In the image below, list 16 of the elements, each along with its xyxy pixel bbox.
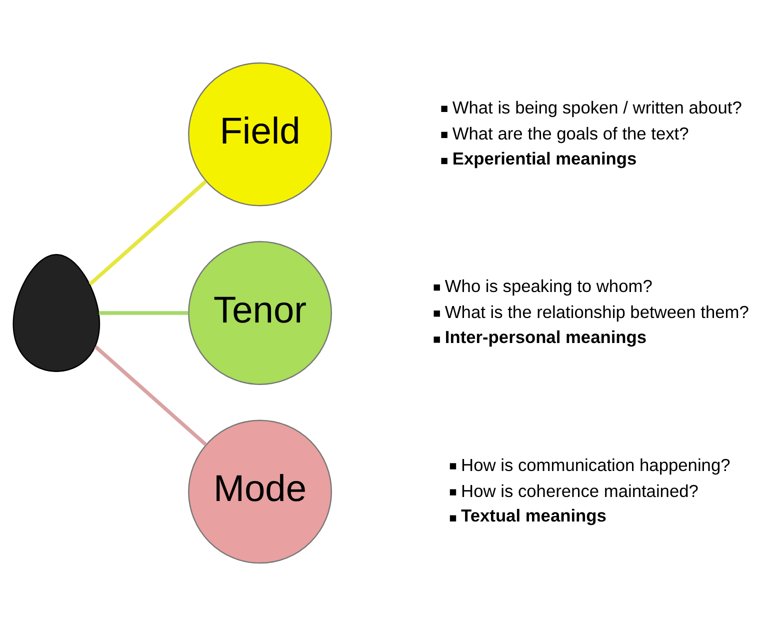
node-circle: Field	[188, 62, 332, 206]
node-label: What are the goals of the text?	[452, 124, 689, 144]
node-label: Textual meanings	[461, 506, 606, 526]
node-person	[12, 254, 100, 372]
node-label: How is communication happening?	[461, 454, 730, 475]
node-label: What is the relationship between them?	[444, 302, 749, 322]
node-label: How is coherence maintained?	[461, 480, 698, 501]
node-label: Inter-personal meanings	[444, 327, 647, 348]
connector	[94, 345, 208, 446]
node-label: Experiential meanings	[452, 148, 637, 168]
connector	[98, 311, 188, 315]
node-circle: Tenor	[188, 241, 332, 385]
node-circle: Mode	[188, 420, 332, 564]
node-label: What is being spoken / written about?	[452, 97, 742, 118]
node-label: Who is speaking to whom?	[444, 276, 652, 296]
connector	[88, 180, 207, 286]
